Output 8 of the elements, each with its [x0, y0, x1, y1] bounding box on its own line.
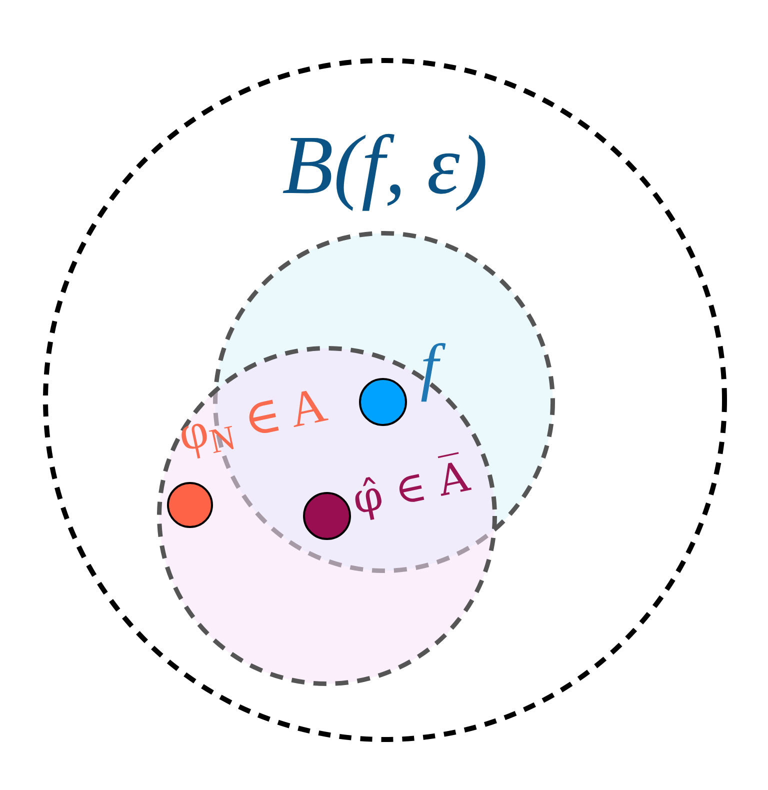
point-label: f — [409, 330, 450, 404]
set-label: B(f, ε) — [281, 118, 489, 214]
dot-icon — [167, 482, 213, 528]
dot-icon — [303, 492, 351, 540]
dot-icon — [359, 378, 407, 426]
outer-dashed-circle — [43, 58, 727, 742]
point-label: φ$_{N}$ ∈ A — [172, 374, 332, 464]
point-label: φ̂ ∈ A̅ — [347, 450, 474, 526]
